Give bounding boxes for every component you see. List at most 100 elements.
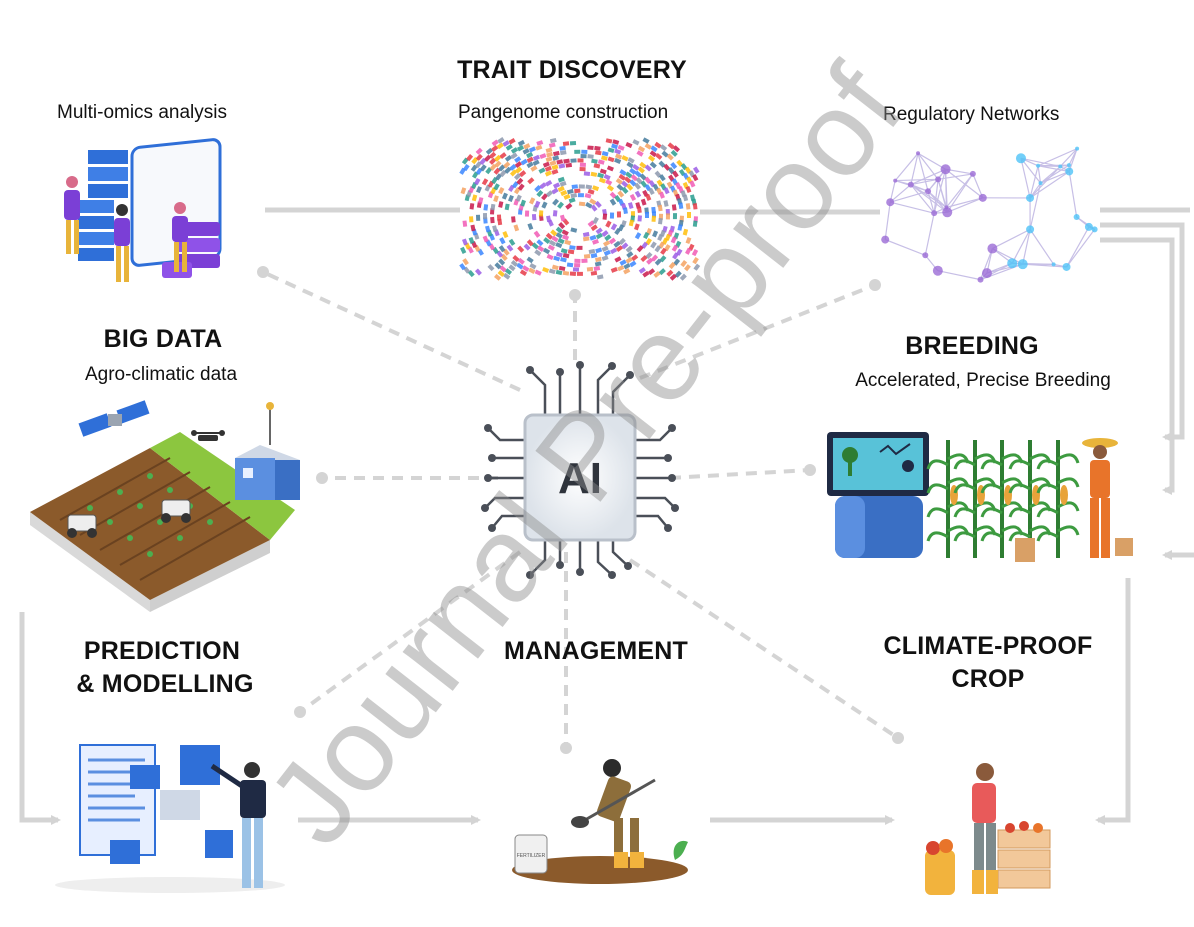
pangenome-tile: [526, 161, 534, 169]
pangenome-tile: [628, 219, 635, 227]
pangenome-tile: [498, 258, 506, 266]
pangenome-tile: [634, 232, 642, 240]
pangenome-tile: [651, 215, 656, 222]
pangenome-tile: [581, 258, 588, 263]
pangenome-tile: [682, 228, 689, 236]
pangenome-tile: [532, 154, 541, 161]
network-edge: [1029, 229, 1055, 265]
climate-heading-line1: CLIMATE-PROOF: [883, 632, 1093, 660]
pangenome-tile: [545, 190, 554, 198]
fertilizer-bag-icon: [514, 834, 548, 874]
corn-leaf: [1036, 531, 1059, 542]
pangenome-tile: [526, 239, 534, 247]
pangenome-tile: [498, 164, 506, 172]
pangenome-tile: [617, 190, 625, 198]
pangenome-tile: [614, 256, 622, 263]
pangenome-tile: [574, 263, 581, 268]
pangenome-tile: [471, 194, 478, 202]
network-edge: [972, 173, 984, 199]
pangenome-tile: [682, 194, 689, 202]
drone-icon: [191, 430, 225, 441]
pangenome-tile: [626, 251, 634, 259]
fertilizer-bag-label: FERTILIZER: [517, 853, 546, 859]
network-node: [935, 176, 942, 183]
pangenome-tile: [654, 245, 662, 253]
pangenome-tile: [570, 227, 578, 233]
pangenome-tile: [603, 173, 611, 181]
pangenome-tile: [529, 262, 537, 270]
pangenome-tile: [691, 249, 699, 257]
pangenome-tile: [475, 147, 483, 155]
pangenome-tile: [673, 258, 681, 266]
pangenome-tile: [508, 264, 516, 272]
pangenome-tile: [508, 138, 516, 145]
pangenome-tile: [532, 159, 540, 166]
pangenome-tile: [510, 152, 518, 160]
pangenome-tile: [584, 193, 592, 199]
presenter-icon: [210, 762, 266, 888]
pangenome-tile: [517, 245, 525, 253]
pangenome-tile: [569, 141, 577, 146]
pangenome-tile: [672, 170, 679, 178]
network-node: [1073, 213, 1080, 220]
pangenome-tile: [501, 192, 508, 200]
pangenome-tile: [551, 264, 559, 271]
pangenome-tile: [498, 187, 505, 195]
regulatory-networks-label: Regulatory Networks: [883, 104, 1060, 125]
pangenome-tile: [511, 216, 516, 223]
pangenome-tile: [539, 153, 547, 160]
pangenome-tile: [677, 224, 683, 231]
pangenome-tile: [631, 254, 639, 262]
pangenome-tile: [565, 162, 573, 168]
pangenome-tile: [559, 150, 567, 156]
network-edge: [917, 153, 929, 192]
corn-leaf: [953, 459, 976, 470]
pangenome-tile: [541, 193, 549, 201]
pangenome-tile: [647, 268, 656, 276]
pangenome-tile: [621, 155, 629, 162]
pangenome-tile: [600, 155, 608, 161]
server-rack-icon: [78, 150, 128, 261]
network-node: [907, 181, 914, 188]
pangenome-tile: [559, 214, 566, 222]
pangenome-tile: [692, 220, 698, 227]
pangenome-tile: [485, 147, 493, 155]
network-edge: [1037, 148, 1078, 167]
network-edge: [890, 190, 929, 203]
network-edge: [910, 184, 947, 208]
pangenome-tile: [491, 139, 499, 147]
pangenome-tile: [649, 150, 657, 158]
pangenome-tile: [607, 147, 615, 153]
pangenome-tile: [630, 174, 638, 182]
pangenome-tile: [609, 247, 618, 255]
chip-body: [523, 413, 637, 542]
grass-strip: [150, 432, 295, 540]
pangenome-tile: [602, 213, 608, 220]
pangenome-tile: [536, 239, 544, 247]
pangenome-tile: [510, 259, 519, 267]
pangenome-tile: [637, 166, 645, 174]
pangenome-tile: [517, 183, 525, 191]
pangenome-tile: [623, 262, 631, 270]
pangenome-tile: [632, 139, 640, 146]
ai-to-prediction-dash: [298, 550, 522, 714]
pangenome-tile: [637, 145, 646, 153]
pangenome-tile: [663, 200, 669, 207]
pangenome-tile: [504, 268, 513, 276]
pangenome-tile: [514, 156, 522, 163]
pangenome-tile: [496, 214, 502, 221]
weather-station-icon: [235, 402, 300, 500]
network-node: [925, 188, 932, 195]
corn-leaf: [1057, 525, 1080, 536]
pangenome-tile: [634, 182, 642, 190]
network-node: [1084, 222, 1093, 231]
pangenome-tile: [591, 158, 598, 164]
pangenome-tile: [692, 257, 699, 265]
pangenome-tile: [570, 158, 577, 163]
pangenome-tile: [515, 194, 522, 202]
pangenome-tile: [474, 268, 482, 276]
corn-field: [926, 440, 1080, 558]
network-edge: [889, 184, 912, 203]
pangenome-tile: [679, 273, 687, 281]
pangenome-tile: [538, 167, 546, 174]
